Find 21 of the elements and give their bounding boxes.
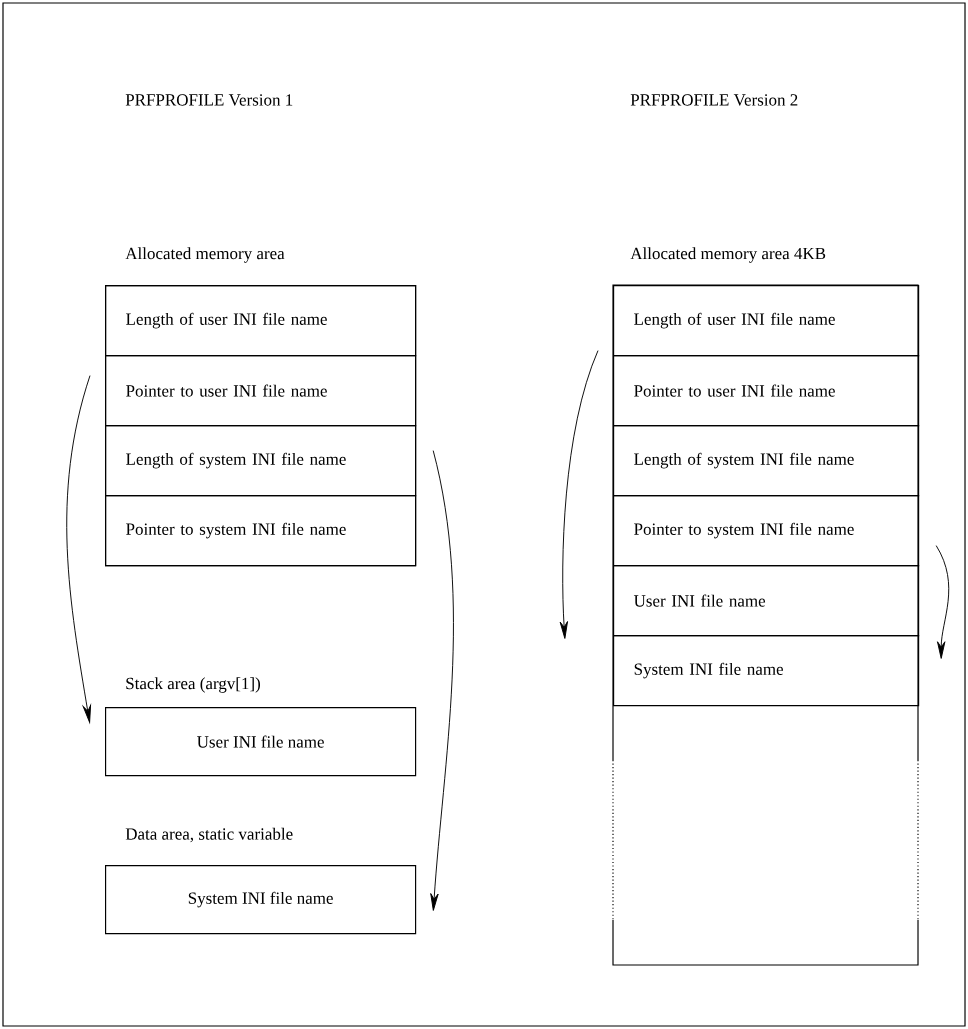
version-title: PRFPROFILE Version 1: [125, 94, 293, 106]
memory-cell: Length of user INI file name: [105, 285, 417, 357]
memory-cell: Pointer to user INI file name: [105, 355, 417, 427]
curved-arrow: [559, 350, 599, 639]
memory-cell: System INI file name: [613, 635, 920, 707]
node-label: Allocated memory area: [125, 247, 285, 263]
curved-arrow: [430, 450, 454, 911]
memory-cell: Length of system INI file name: [613, 425, 920, 497]
memory-area-box: Data area, static variable System INI file name: [105, 827, 417, 935]
memory-cell: Pointer to user INI file name: [613, 355, 920, 427]
memory-cell: Pointer to system INI file name: [105, 495, 417, 567]
curved-arrow: [935, 545, 950, 659]
curved-arrow: [66, 375, 92, 723]
memory-area-box: Stack area (argv[1]) User INI file name: [105, 677, 417, 777]
memory-cell: Length of user INI file name: [613, 285, 920, 357]
memory-cell: User INI file name: [613, 565, 920, 637]
version-title: PRFPROFILE Version 2: [630, 94, 798, 106]
memory-cell: Length of system INI file name: [105, 425, 417, 497]
node-label: Stack area (argv[1]): [126, 677, 261, 693]
node-label: Data area, static variable: [125, 827, 293, 843]
memory-cell: Pointer to system INI file name: [613, 495, 920, 567]
